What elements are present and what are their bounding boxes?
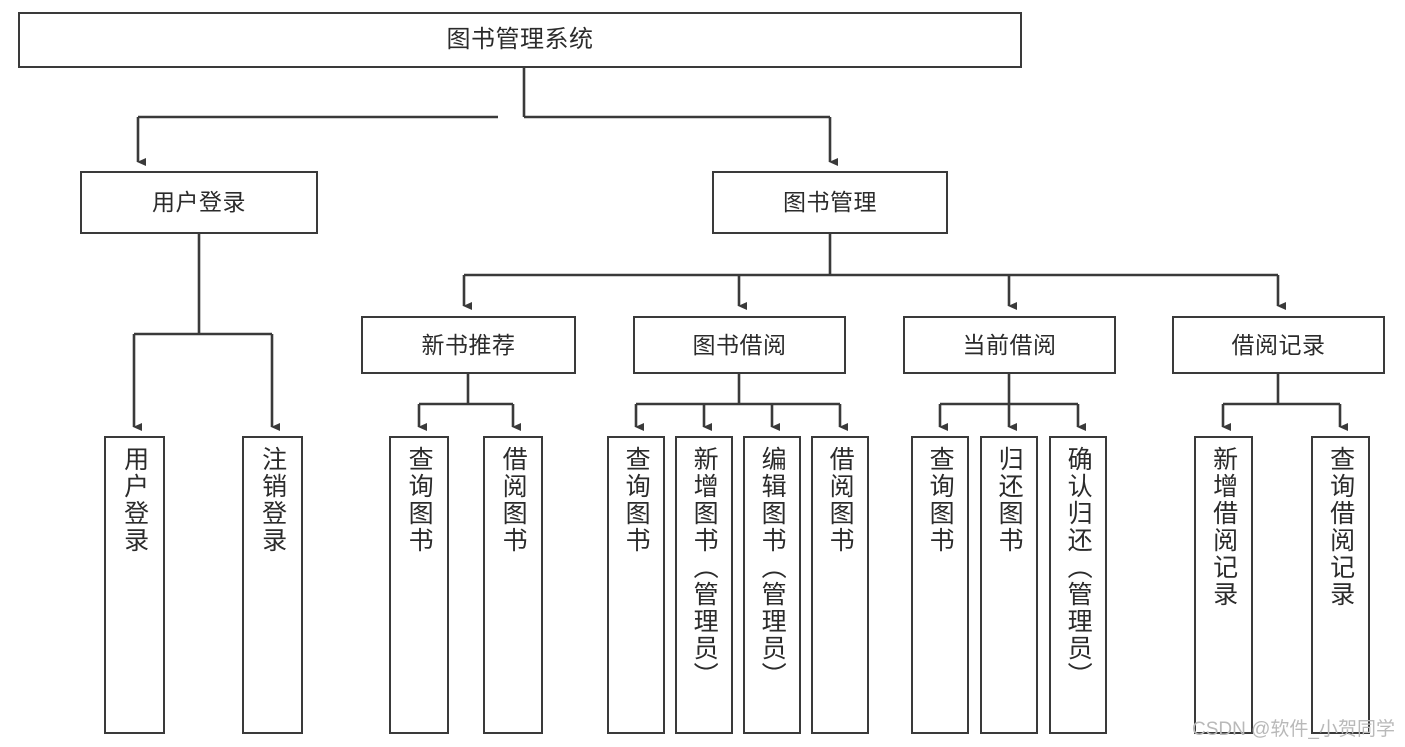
node-label: 图书管理系统: [446, 26, 594, 54]
node-label: 确认归还（管理员）: [1064, 446, 1093, 689]
node-leaf-add-book-admin[interactable]: 新增图书（管理员）: [675, 436, 733, 734]
node-label: 新增借阅记录: [1209, 446, 1238, 608]
node-label: 查询图书: [926, 446, 955, 554]
node-root-system[interactable]: 图书管理系统: [18, 12, 1022, 68]
node-user-login[interactable]: 用户登录: [80, 171, 318, 234]
node-label: 借阅图书: [499, 446, 528, 554]
node-label: 借阅记录: [1231, 331, 1326, 358]
node-leaf-query-borrow-record[interactable]: 查询借阅记录: [1311, 436, 1370, 734]
node-label: 用户登录: [152, 189, 246, 216]
node-leaf-query-book-1[interactable]: 查询图书: [389, 436, 449, 734]
node-leaf-edit-book-admin[interactable]: 编辑图书（管理员）: [743, 436, 801, 734]
node-current-borrow[interactable]: 当前借阅: [903, 316, 1116, 374]
node-leaf-logout-login[interactable]: 注销登录: [242, 436, 303, 734]
node-label: 当前借阅: [962, 331, 1057, 358]
node-leaf-return-book[interactable]: 归还图书: [980, 436, 1038, 734]
node-label: 图书管理: [783, 189, 877, 216]
node-leaf-borrow-book-1[interactable]: 借阅图书: [483, 436, 543, 734]
node-book-borrow[interactable]: 图书借阅: [633, 316, 846, 374]
node-label: 借阅图书: [826, 446, 855, 554]
node-label: 注销登录: [258, 446, 287, 554]
node-leaf-query-book-2[interactable]: 查询图书: [607, 436, 665, 734]
node-label: 查询图书: [622, 446, 651, 554]
node-leaf-add-borrow-record[interactable]: 新增借阅记录: [1194, 436, 1253, 734]
node-label: 编辑图书（管理员）: [758, 446, 787, 689]
node-label: 查询借阅记录: [1326, 446, 1355, 608]
node-label: 图书借阅: [692, 331, 787, 358]
node-label: 新书推荐: [421, 331, 516, 358]
node-leaf-query-book-3[interactable]: 查询图书: [911, 436, 969, 734]
node-label: 归还图书: [995, 446, 1024, 554]
node-label: 查询图书: [405, 446, 434, 554]
node-leaf-confirm-return-admin[interactable]: 确认归还（管理员）: [1049, 436, 1107, 734]
csdn-watermark: CSDN @软件_小贺同学: [1192, 719, 1395, 740]
node-new-book-recommend[interactable]: 新书推荐: [361, 316, 576, 374]
node-leaf-user-login[interactable]: 用户登录: [104, 436, 165, 734]
node-label: 新增图书（管理员）: [690, 446, 719, 689]
node-label: 用户登录: [120, 446, 149, 554]
node-leaf-borrow-book-2[interactable]: 借阅图书: [811, 436, 869, 734]
node-borrow-record[interactable]: 借阅记录: [1172, 316, 1385, 374]
node-book-management[interactable]: 图书管理: [712, 171, 948, 234]
